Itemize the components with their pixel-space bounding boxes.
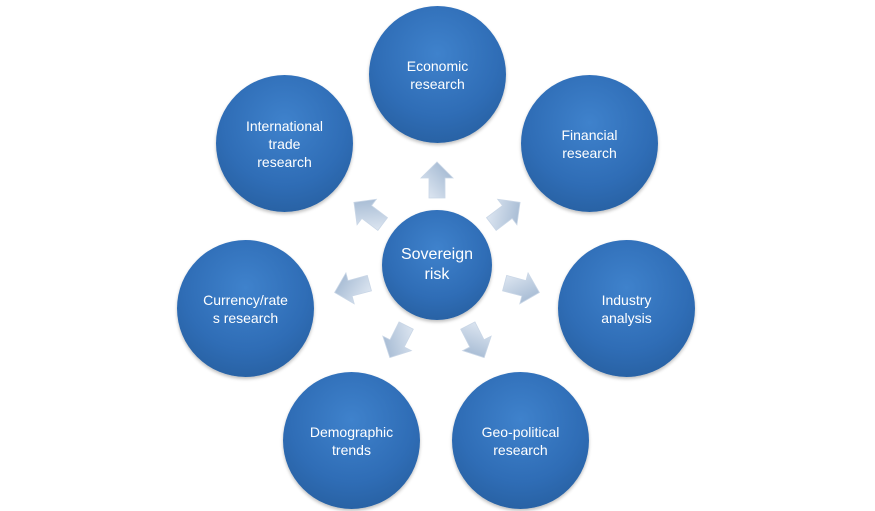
arrow-to-geopolitical: [460, 321, 492, 359]
node-financial-research: Financial research: [521, 75, 658, 212]
node-sovereign-risk: Sovereign risk: [382, 210, 492, 320]
arrow-to-financial: [485, 198, 521, 231]
arrow-to-industry: [502, 271, 540, 305]
node-international-trade-research: International trade research: [216, 75, 353, 212]
arrow-to-currency: [334, 271, 372, 305]
center-label: Sovereign risk: [400, 246, 474, 283]
node-label: Economic research: [406, 57, 469, 92]
node-label: Industry analysis: [601, 291, 652, 326]
arrow-to-economic: [420, 161, 454, 199]
node-industry-analysis: Industry analysis: [558, 240, 695, 377]
node-label: Currency/rate s research: [203, 291, 288, 326]
node-economic-research: Economic research: [369, 6, 506, 143]
node-label: Financial research: [561, 126, 618, 161]
node-demographic-trends: Demographic trends: [283, 372, 420, 509]
node-label: International trade research: [245, 117, 324, 170]
node-label: Geo-political research: [481, 423, 560, 458]
node-geo-political-research: Geo-political research: [452, 372, 589, 509]
arrow-to-demographic: [382, 321, 414, 359]
node-currency-rates-research: Currency/rate s research: [177, 240, 314, 377]
arrow-to-trade: [353, 198, 389, 231]
node-label: Demographic trends: [309, 423, 394, 458]
